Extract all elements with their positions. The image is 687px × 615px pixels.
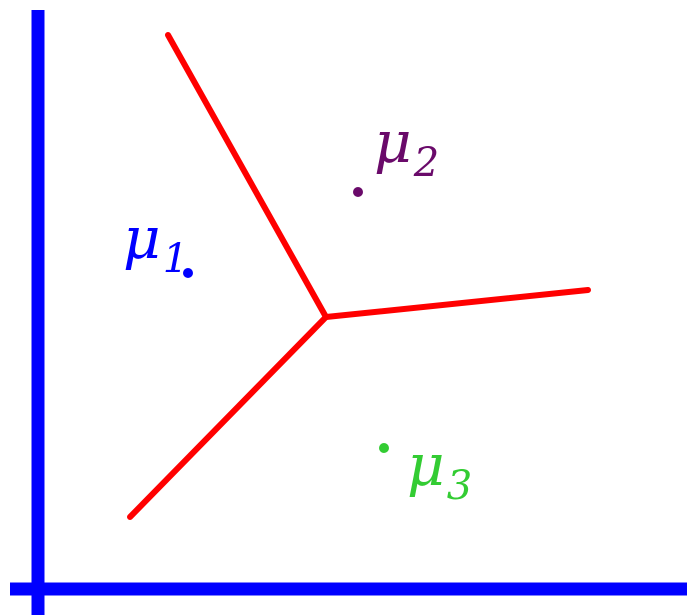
centroid-label-mu3: μ3 [407,431,472,509]
centroid-point-mu3 [379,443,389,453]
boundary-right [323,287,591,320]
mu1-subscript: 1 [163,236,188,282]
centroid-label-mu1: μ1 [123,204,188,282]
mu1-symbol: μ [123,204,161,272]
centroid-point-mu2 [353,187,363,197]
mu3-symbol: μ [407,431,445,499]
boundary-lower-left [127,314,329,520]
mu2-subscript: 2 [413,140,439,186]
boundary-upper-left [165,32,329,320]
centroid-point-mu1 [183,268,193,278]
mu3-subscript: 3 [447,463,472,509]
mu2-symbol: μ [374,108,412,176]
centroid-label-mu2: μ2 [374,108,439,186]
